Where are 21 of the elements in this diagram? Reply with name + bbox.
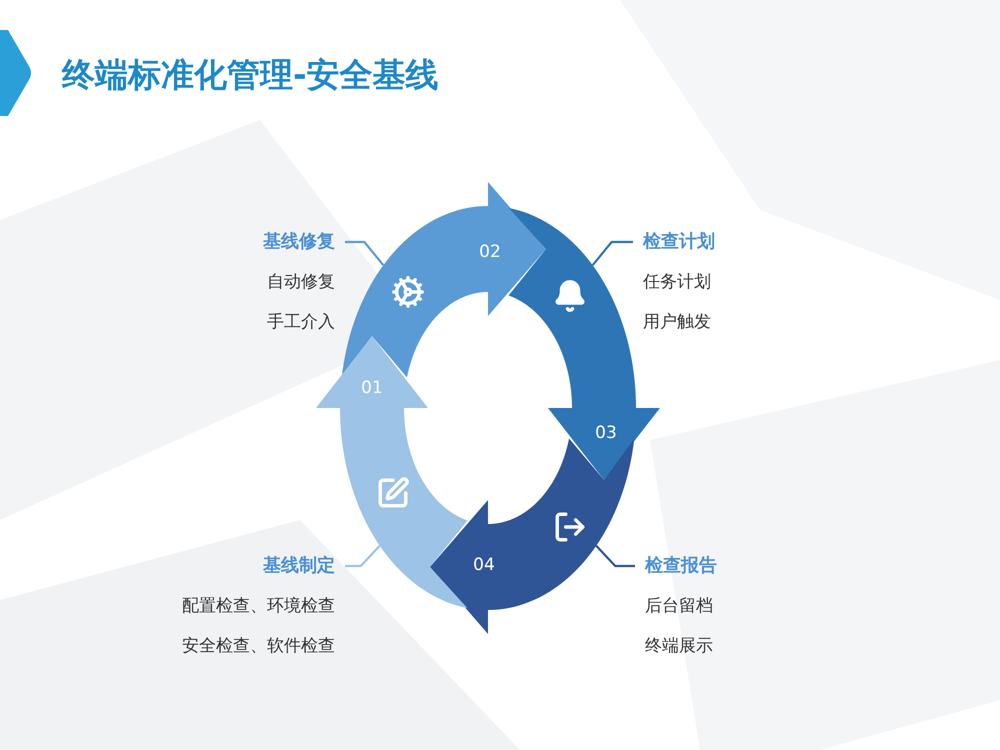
title: 终端标准化管理-安全基线 — [62, 54, 439, 96]
step-number: 04 — [473, 555, 495, 575]
heading: 基线修复 — [263, 230, 335, 254]
list-item: 用户触发 — [643, 311, 711, 334]
leader-line — [345, 240, 384, 266]
list-item: 任务计划 — [643, 271, 711, 294]
step-number: 03 — [595, 423, 617, 443]
list-item: 自动修复 — [267, 271, 335, 294]
leader-line — [595, 545, 635, 568]
list-item: 终端展示 — [645, 635, 713, 658]
step-number: 02 — [479, 242, 501, 262]
step-number: 01 — [361, 378, 383, 398]
leader-line — [345, 545, 381, 568]
leader-line — [592, 240, 633, 266]
heading: 检查报告 — [645, 554, 717, 578]
list-item: 安全检查、软件检查 — [182, 635, 335, 658]
list-item: 后台留档 — [645, 595, 713, 618]
list-item: 手工介入 — [267, 311, 335, 334]
heading: 检查计划 — [643, 230, 715, 254]
list-item: 配置检查、环境检查 — [182, 595, 335, 618]
heading: 基线制定 — [263, 554, 335, 578]
